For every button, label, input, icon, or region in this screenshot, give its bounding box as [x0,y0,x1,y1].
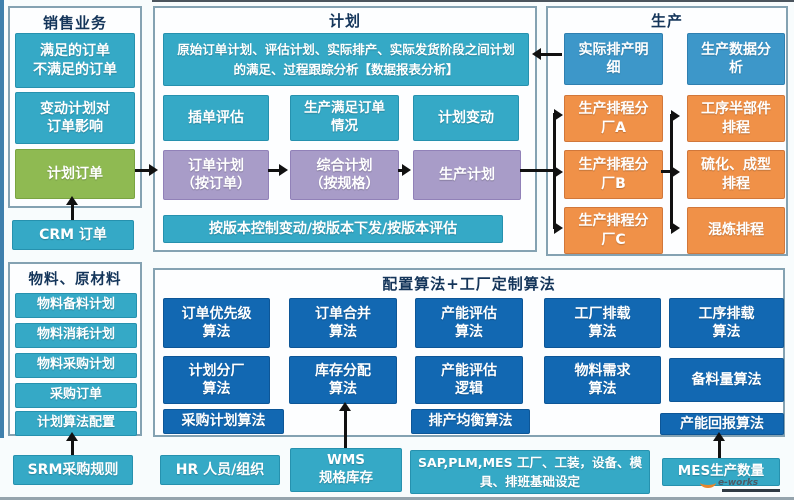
arrow-compplan-to-prodplan-line [398,169,404,172]
sales-panel-title: 销售业务 [42,14,107,32]
material-demand-algorithm-box: 物料需求 算法 [544,356,661,404]
arrow-factoryb-branch-feed [661,170,673,173]
arrow-mes-to-capacity-line [718,440,721,458]
watermark-underline [722,489,780,492]
arrow-crm-to-planned-orders-head [66,196,78,205]
top-edge-line [152,0,794,2]
factory-loading-algorithm-box: 工厂排载 算法 [544,298,661,348]
arrow-planned-to-orderplan-head [149,164,158,176]
arrow-detail-to-planning-line [541,53,562,56]
arrow-compplan-to-prodplan-head [402,164,411,176]
production-panel: 生产 实际排产明 细 生产数据分 析 生产排程分 厂A 工序半部件 排程 生产排… [546,6,788,256]
wms-spec-inventory-box: WMS 规格库存 [290,448,402,492]
materials-panel-title: 物料、原材料 [28,272,122,288]
process-parts-schedule-box: 工序半部件 排程 [687,95,785,142]
material-prep-qty-algorithm-box: 备料量算法 [669,358,784,402]
arrow-branch-to-process-head [671,110,680,122]
production-data-analysis-box: 生产数据分 析 [687,33,785,85]
planning-overview-box: 原始订单计划、评估计划、实际排产、实际发货阶段之间计划的满足、过程跟踪分析【数据… [163,33,529,86]
left-edge-strip [0,0,4,438]
plan-algorithm-config-box: 计划算法配置 [15,411,137,436]
arrow-branch-to-vulcanize-head [671,166,680,178]
material-consume-plan-box: 物料消耗计划 [15,323,137,348]
insert-order-eval-box: 插单评估 [163,95,269,141]
arrow-srm-to-config-line [71,440,74,455]
arrow-orderplan-to-compplan-head [279,164,288,176]
actual-schedule-detail-box: 实际排产明 细 [564,33,663,85]
arrow-wms-to-inventory-line [344,410,347,448]
arrow-wms-to-inventory-head [339,402,351,411]
bottom-edge-line [0,497,794,500]
schedule-balance-algorithm-box: 排产均衡算法 [411,409,530,434]
satisfied-orders-box: 满足的订单 不满足的订单 [15,33,135,88]
order-priority-algorithm-box: 订单优先级 算法 [163,298,270,348]
order-merge-algorithm-box: 订单合并 算法 [289,298,397,348]
sales-panel: 销售业务 满足的订单 不满足的订单 变动计划对 订单影响 计划订单 [8,6,142,208]
material-purchase-plan-box: 物料采购计划 [15,353,137,378]
mes-production-qty-box: MES生产数量 [662,458,780,486]
material-prep-plan-box: 物料备料计划 [15,293,137,318]
arrow-planned-to-orderplan-line [135,169,150,172]
hr-people-org-box: HR 人员/组织 [160,455,280,485]
process-loading-algorithm-box: 工序排载 算法 [669,298,784,348]
srm-purchase-rules-box: SRM采购规则 [13,455,133,485]
arrow-branch-to-factory-c-head [554,222,563,234]
mixing-schedule-box: 混炼排程 [687,207,785,254]
purchase-plan-algorithm-box: 采购计划算法 [163,409,284,434]
arrow-branch-to-factory-a-head [554,109,563,121]
arrow-mes-to-capacity-head [713,432,725,441]
sap-plm-mes-basics-box: SAP,PLM,MES 工厂、工装，设备、模具、排班基础设定 [410,450,650,494]
capacity-eval-algorithm-box: 产能评估 算法 [415,298,523,348]
schedule-factory-b-box: 生产排程分 厂B [564,150,663,199]
order-plan-box: 订单计划 （按订单） [163,150,269,200]
planning-panel: 计划 原始订单计划、评估计划、实际排产、实际发货阶段之间计划的满足、过程跟踪分析… [153,6,537,252]
arrow-prodplan-branch-feed [520,169,556,172]
arrow-branch-to-mixing-head [671,222,680,234]
schedule-factory-c-box: 生产排程分 厂C [564,207,663,254]
production-panel-title: 生产 [650,12,683,30]
schedule-factory-a-box: 生产排程分 厂A [564,95,663,142]
watermark-text: e-works [718,478,759,488]
arrow-orderplan-to-compplan-line [268,169,280,172]
planning-panel-title: 计划 [328,12,361,30]
planned-orders-box: 计划订单 [15,149,135,199]
version-control-box: 按版本控制变动/按版本下发/按版本评估 [163,215,503,243]
algorithms-panel-title: 配置算法+工厂定制算法 [382,275,556,293]
eworks-watermark: e-works [700,477,790,492]
arrow-crm-to-planned-orders-line [71,204,74,220]
plan-change-box: 计划变动 [413,95,519,141]
materials-panel: 物料、原材料 物料备料计划 物料消耗计划 物料采购计划 采购订单 计划算法配置 [8,262,142,436]
capacity-eval-logic-box: 产能评估 逻辑 [415,356,523,404]
arrow-detail-to-planning-head [532,48,541,60]
watermark-swoosh-icon [700,477,716,488]
production-plan-box: 生产计划 [413,150,521,200]
vulcanize-molding-schedule-box: 硫化、成型 排程 [687,150,785,199]
algorithms-panel: 配置算法+工厂定制算法 订单优先级 算法 订单合并 算法 产能评估 算法 工厂排… [153,268,785,437]
change-impact-box: 变动计划对 订单影响 [15,92,135,144]
comprehensive-plan-box: 综合计划 （按规格） [290,150,399,200]
arrow-srm-to-config-head [66,432,78,441]
arrow-branch-to-factory-b-head [554,166,563,178]
inventory-alloc-algorithm-box: 库存分配 算法 [289,356,397,404]
purchase-order-box: 采购订单 [15,383,137,408]
crm-orders-box: CRM 订单 [12,220,134,250]
plan-factory-algorithm-box: 计划分厂 算法 [163,356,270,404]
production-fulfill-box: 生产满足订单 情况 [290,95,399,141]
